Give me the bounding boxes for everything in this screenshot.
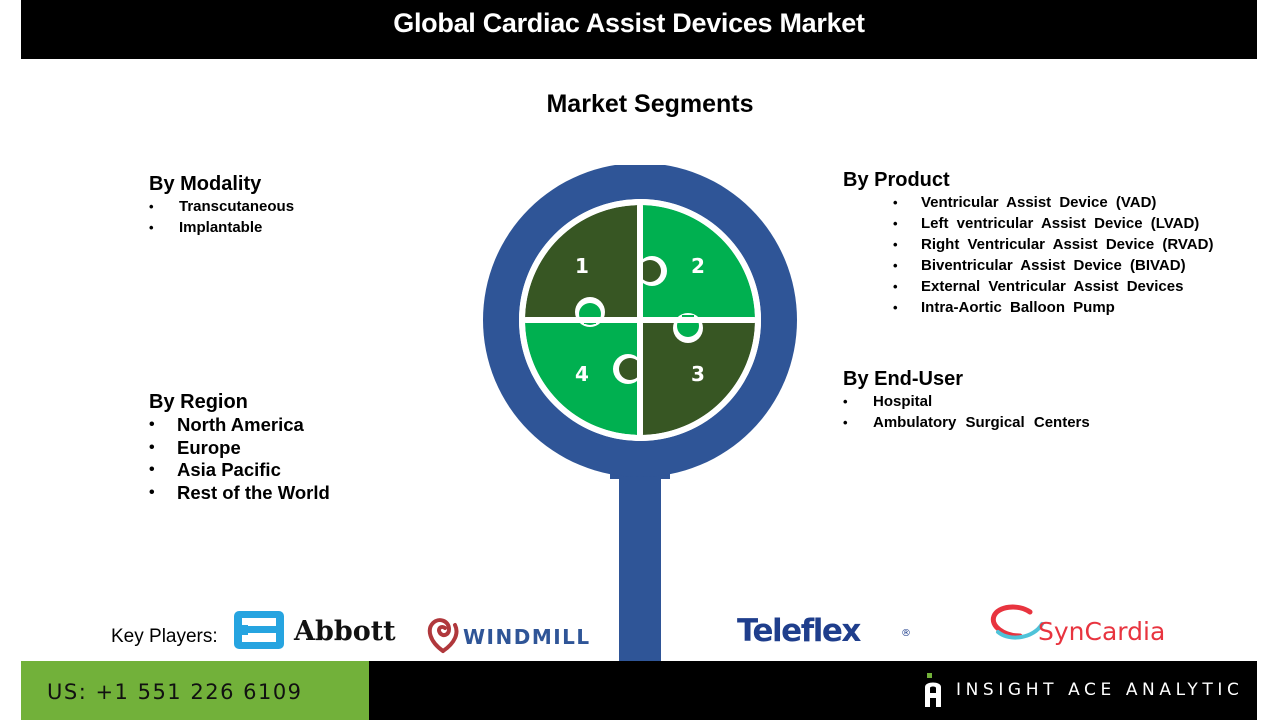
segment-heading: By Modality [149,173,262,195]
list-item: Implantable [149,217,294,238]
segment-list: Ventricular Assist Device (VAD) Left ven… [893,192,1213,318]
title-bar: Global Cardiac Assist Devices Market [21,0,1257,59]
abbott-logo-text: Abbott [293,616,396,647]
segment-heading: By End-User [843,368,964,390]
list-item: Rest of the World [149,482,330,505]
segment-list: Transcutaneous Implantable [149,196,294,238]
list-item: Ambulatory Surgical Centers [843,412,1090,433]
registered-mark: ® [901,628,911,639]
section-subtitle: Market Segments [546,90,754,118]
list-item: North America [149,414,330,437]
list-item: Asia Pacific [149,459,330,482]
list-item: Biventricular Assist Device (BIVAD) [893,255,1213,276]
syncardia-logo: SynCardia [990,604,1165,646]
list-item: External Ventricular Assist Devices [893,276,1213,297]
list-item: Hospital [843,391,1090,412]
list-item: Left ventricular Assist Device (LVAD) [893,213,1213,234]
list-item: Right Ventricular Assist Device (RVAD) [893,234,1213,255]
windmill-logo: WINDMILL [427,618,591,653]
key-players-label: Key Players: [111,626,218,647]
magnifier-puzzle-icon: 1 2 3 4 [483,165,797,665]
brand-name: INSIGHT ACE ANALYTIC [956,680,1244,700]
list-item: Transcutaneous [149,196,294,217]
segment-product: By Product Ventricular Assist Device (VA… [843,168,1213,318]
segment-end-user: By End-User Hospital Ambulatory Surgical… [843,367,1090,433]
puzzle-label-3: 3 [691,362,705,386]
list-item: Ventricular Assist Device (VAD) [893,192,1213,213]
teleflex-logo: Teleflex ® [737,613,911,649]
puzzle-label-1: 1 [575,254,589,278]
segment-modality: By Modality Transcutaneous Implantable [149,172,294,238]
segment-heading: By Product [843,169,950,191]
magnifier-handle [619,465,661,665]
teleflex-logo-text: Teleflex [737,613,861,649]
windmill-logo-text: WINDMILL [463,625,591,649]
syncardia-logo-text: SynCardia [1038,617,1165,646]
segment-list: North America Europe Asia Pacific Rest o… [149,414,330,504]
segment-list: Hospital Ambulatory Surgical Centers [843,391,1090,433]
page-title: Global Cardiac Assist Devices Market [393,8,865,38]
puzzle-label-4: 4 [575,362,589,386]
brand: INSIGHT ACE ANALYTIC [924,673,1243,707]
phone-number: US: +1 551 226 6109 [47,680,303,704]
puzzle-label-2: 2 [691,254,705,278]
footer-contact: US: +1 551 226 6109 [21,661,369,720]
list-item: Intra-Aortic Balloon Pump [893,297,1213,318]
segment-region: By Region North America Europe Asia Paci… [149,390,330,504]
list-item: Europe [149,437,330,460]
segment-heading: By Region [149,391,248,413]
insight-ace-logo-icon [925,673,941,707]
footer-brand-bar: INSIGHT ACE ANALYTIC [369,661,1257,720]
abbott-logo: Abbott [234,611,396,649]
